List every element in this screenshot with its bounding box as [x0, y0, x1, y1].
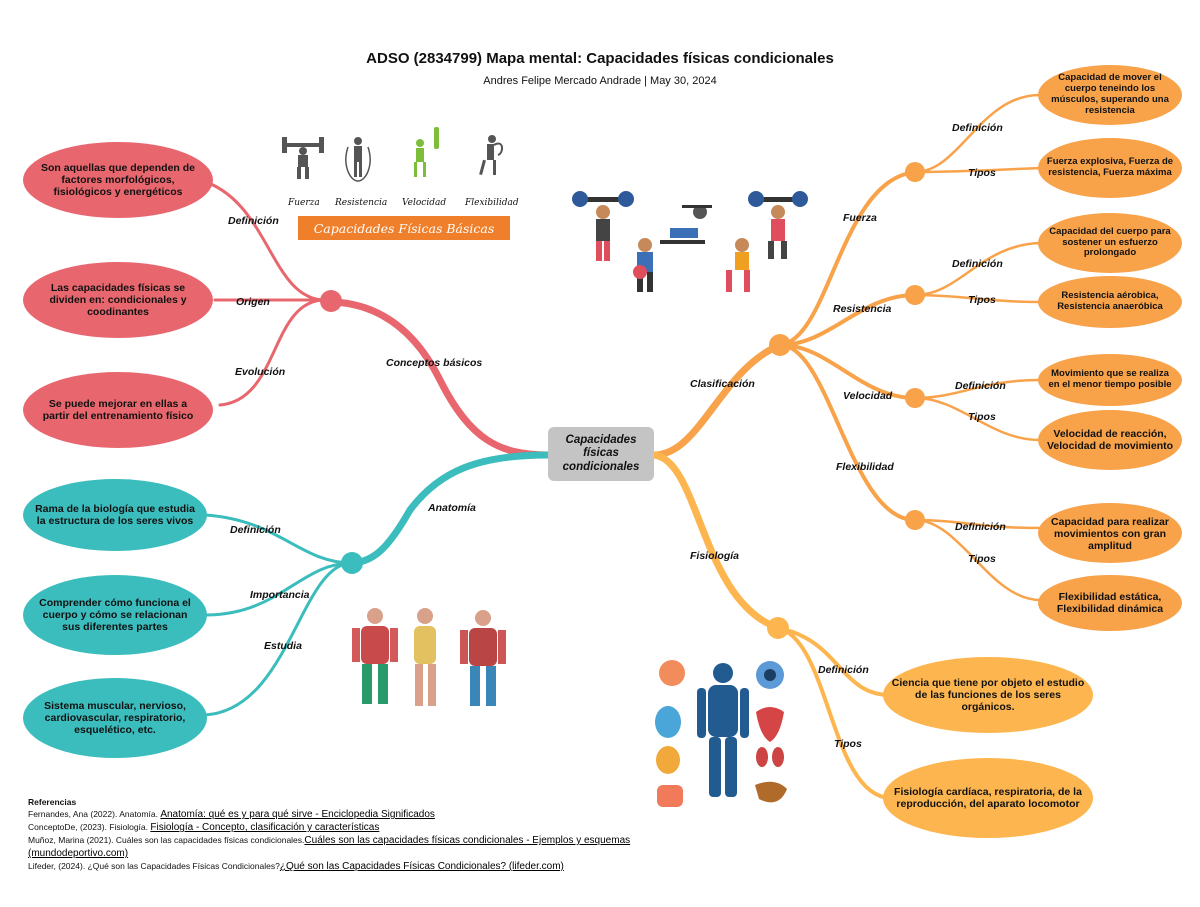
- branch-label-fisiologia: Fisiología: [690, 550, 740, 562]
- reference-link[interactable]: Cuáles son las capacidades físicas condi…: [28, 835, 631, 860]
- node-bg: [23, 678, 207, 758]
- link-label-definicion: Definición: [955, 380, 1006, 392]
- branch-anatomia-lines: [203, 451, 552, 717]
- organs-illustration: [655, 660, 787, 807]
- link-label-definicion: Definición: [228, 215, 279, 227]
- branch-fisiologia-lines: [650, 451, 892, 800]
- muscle-anatomy-illustration: [352, 608, 506, 706]
- junction-dot-clasificacion: [769, 334, 791, 356]
- resistencia-tipos-node: Resistencia aérobica, Resistencia anaeró…: [1057, 290, 1163, 312]
- link-label-importancia: Importancia: [250, 589, 310, 601]
- junction-dot-fisiologia: [767, 617, 789, 639]
- reference-link[interactable]: Fisiología - Concepto, clasificación y c…: [150, 822, 380, 834]
- junction-dot-velocidad: [905, 388, 925, 408]
- reference-item: ConceptoDe, (2023). Fisiología. Fisiolog…: [28, 822, 380, 834]
- concept-node-definicion: Son aquellas que dependen de factores mo…: [40, 161, 196, 199]
- athletes-illustration: [572, 191, 808, 292]
- junction-dot-anatomia: [341, 552, 363, 574]
- reference-link[interactable]: Anatomía: qué es y para qué sirve - Enci…: [160, 809, 435, 821]
- icon-caption-resistencia: Resistencia: [335, 198, 388, 208]
- anatomy-node-estudia: Sistema muscular, nervioso, cardiovascul…: [44, 699, 186, 737]
- velocidad-definicion-node: Movimiento que se realiza en el menor ti…: [1048, 368, 1172, 390]
- icon-caption-velocidad: Velocidad: [402, 198, 447, 208]
- link-label-definicion: Definición: [955, 521, 1006, 533]
- branch-clasificacion-lines: [650, 93, 1042, 602]
- link-label-tipos: Tipos: [968, 553, 996, 565]
- junction-dot-flexibilidad: [905, 510, 925, 530]
- node-bg: [1038, 354, 1182, 406]
- anatomy-node-importancia: Comprender cómo funciona el cuerpo y cóm…: [39, 596, 191, 634]
- velocidad-tipos-node: Velocidad de reacción, Velocidad de movi…: [1046, 427, 1174, 452]
- node-bg: [1038, 65, 1182, 125]
- link-label-origen: Origen: [236, 296, 270, 308]
- junction-dot-resistencia: [905, 285, 925, 305]
- branch-label-conceptos: Conceptos básicos: [386, 357, 483, 369]
- link-label-tipos: Tipos: [968, 294, 996, 306]
- link-label-definicion: Definición: [952, 258, 1003, 270]
- flexibilidad-tipos-node: Flexibilidad estática, Flexibilidad diná…: [1056, 590, 1164, 615]
- node-bg: [1038, 575, 1182, 631]
- references-section: Referencias Fernandes, Ana (2022). Anato…: [28, 797, 718, 873]
- branch-conceptos-lines: [198, 178, 552, 459]
- icon-caption-fuerza: Fuerza: [288, 198, 320, 208]
- boxing-icon: [414, 127, 439, 177]
- jump-rope-icon: [345, 137, 371, 182]
- link-label-definicion: Definición: [230, 524, 281, 536]
- reference-item: Lifeder, (2024). ¿Qué son las Capacidade…: [28, 861, 564, 873]
- anatomy-node-definicion: Rama de la biología que estudia la estru…: [35, 502, 195, 527]
- concept-node-origen: Las capacidades físicas se dividen en: c…: [49, 281, 187, 319]
- resistencia-definicion-node: Capacidad del cuerpo para sostener un es…: [1049, 225, 1171, 259]
- link-label-tipos: Tipos: [834, 738, 862, 750]
- fuerza-tipos-node: Fuerza explosiva, Fuerza de resistencia,…: [1046, 156, 1174, 178]
- link-label-definicion: Definición: [952, 122, 1003, 134]
- node-bg: [23, 575, 207, 655]
- branch-label-clasificacion: Clasificación: [690, 378, 755, 390]
- flexibilidad-definicion-node: Capacidad para realizar movimientos con …: [1051, 515, 1169, 553]
- capacidades-banner: Capacidades Físicas Básicas: [298, 216, 510, 240]
- node-bg: [23, 142, 213, 218]
- icon-caption-flexibilidad: Flexibilidad: [465, 198, 519, 208]
- references-heading: Referencias: [28, 797, 77, 807]
- fuerza-definicion-node: Capacidad de mover el cuerpo teneindo lo…: [1051, 72, 1169, 116]
- page-subtitle: Andres Felipe Mercado Andrade | May 30, …: [483, 75, 717, 87]
- node-bg: [1038, 503, 1182, 563]
- node-bg: [23, 372, 213, 448]
- weightlifting-icon: [282, 137, 324, 179]
- node-bg: [1038, 276, 1182, 328]
- concept-node-evolucion: Se puede mejorar en ellas a partir del e…: [42, 397, 194, 422]
- node-bg: [1038, 138, 1182, 198]
- sub-label-fuerza: Fuerza: [843, 212, 877, 224]
- node-bg: [883, 758, 1093, 838]
- branch-label-anatomia: Anatomía: [428, 502, 476, 514]
- reference-item: Fernandes, Ana (2022). Anatomía. Anatomí…: [28, 809, 435, 821]
- page-title: ADSO (2834799) Mapa mental: Capacidades …: [366, 50, 834, 67]
- sub-label-flexibilidad: Flexibilidad: [836, 461, 894, 473]
- fisiologia-tipos-node: Fisiología cardíaca, respiratoria, de la…: [894, 785, 1082, 810]
- link-label-tipos: Tipos: [968, 411, 996, 423]
- node-bg: [883, 657, 1093, 733]
- node-bg: [23, 262, 213, 338]
- sub-label-resistencia: Resistencia: [833, 303, 892, 315]
- junction-dot-fuerza: [905, 162, 925, 182]
- node-bg: [1038, 410, 1182, 470]
- stretching-icon: [479, 135, 504, 176]
- reference-link[interactable]: ¿Qué son las Capacidades Físicas Condici…: [279, 861, 564, 873]
- central-node[interactable]: Capacidades físicas condicionales: [548, 427, 654, 481]
- reference-item: Muñoz, Marina (2021). Cuáles son las cap…: [28, 835, 631, 860]
- link-label-estudia: Estudia: [264, 640, 302, 652]
- junction-dot-conceptos: [320, 290, 342, 312]
- link-label-definicion: Definición: [818, 664, 869, 676]
- link-label-evolucion: Evolución: [235, 366, 286, 378]
- link-label-tipos: Tipos: [968, 167, 996, 179]
- node-bg: [23, 479, 207, 551]
- fisiologia-definicion-node: Ciencia que tiene por objeto el estudio …: [891, 676, 1085, 714]
- sub-label-velocidad: Velocidad: [843, 390, 893, 402]
- node-bg: [1038, 213, 1182, 273]
